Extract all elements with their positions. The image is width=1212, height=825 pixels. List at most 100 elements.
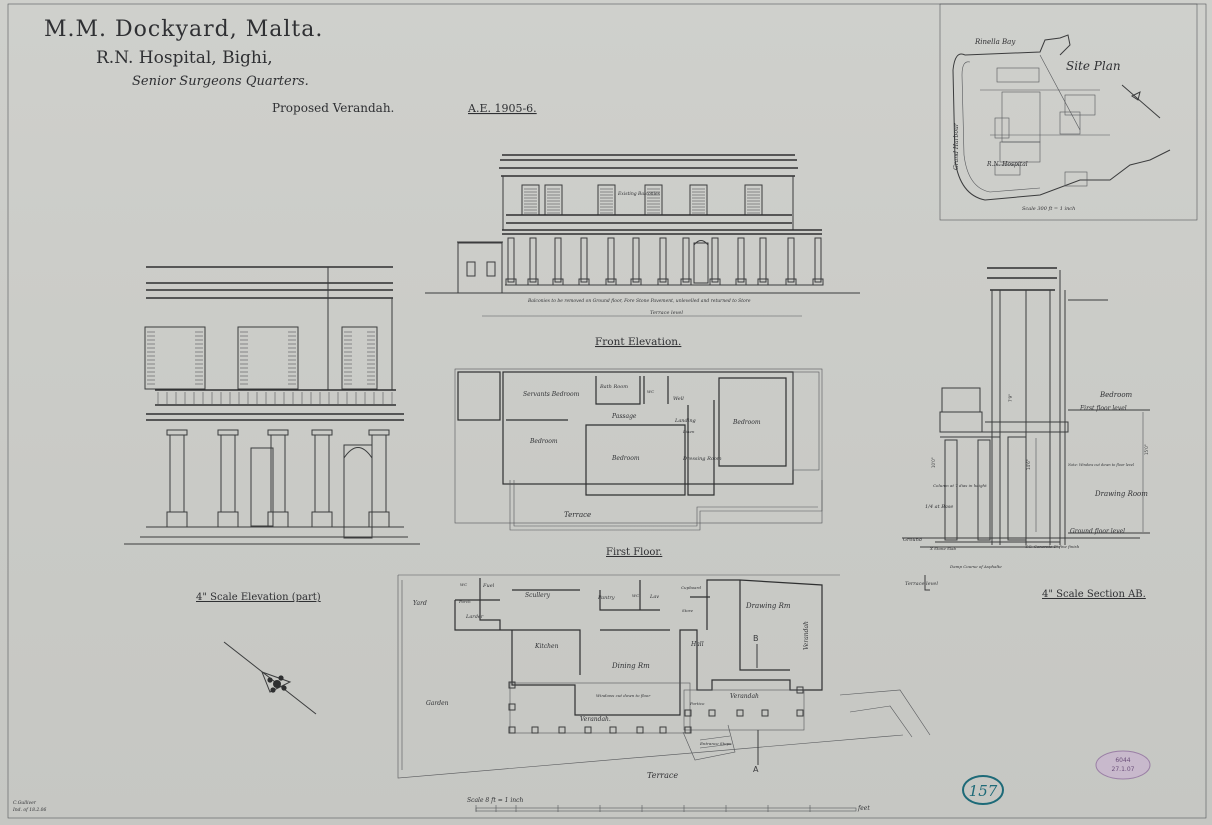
room-label: WC — [647, 389, 654, 394]
column — [814, 237, 822, 283]
room-label: Dining Rm — [611, 662, 650, 670]
room-label: Store — [682, 608, 694, 613]
column — [169, 434, 185, 513]
front-elevation: Balconies to be removed on Ground floor,… — [425, 154, 860, 348]
room-label: Damp Course of Asphalte — [949, 564, 1002, 569]
room-label: Entrance Steps — [699, 741, 731, 746]
column — [580, 237, 588, 283]
title-subject: Proposed Verandah. — [272, 101, 394, 115]
room-label: Portico — [689, 701, 705, 706]
window — [544, 184, 563, 216]
room-label: Note: Window cut down to floor level — [1067, 463, 1134, 467]
room-label: Hall — [690, 641, 704, 648]
stamp-line-2: 27.1.07 — [1112, 766, 1135, 773]
verandah-post — [796, 686, 804, 694]
column-capital — [217, 429, 239, 436]
room-label: Bedroom — [611, 455, 640, 462]
first-floor-title: First Floor. — [606, 547, 662, 558]
column — [737, 237, 745, 283]
verandah-post — [609, 726, 617, 734]
column-capital — [166, 429, 188, 436]
room-label: WC — [632, 593, 639, 598]
sheet-border — [7, 3, 1207, 819]
dimension-label: 7'9" — [1008, 394, 1013, 402]
corner-note-2: Ind. of 18.2.06 — [12, 807, 47, 813]
room-label: Fuel — [482, 583, 495, 589]
scale-bar-label: Scale 8 ft = 1 inch — [467, 797, 523, 804]
verandah-post — [684, 709, 692, 717]
window — [689, 184, 708, 216]
room-label: Terrace level — [905, 581, 938, 587]
room-label: Bedroom — [529, 438, 558, 445]
column-base — [267, 511, 289, 528]
room-label: X Stone Slab — [929, 546, 956, 551]
column — [371, 434, 387, 513]
room-label: Cupboard — [681, 585, 701, 590]
section-a-marker: A — [753, 765, 759, 774]
column-base — [166, 511, 188, 528]
room-label: Landing — [674, 418, 696, 424]
site-plan-hospital: R.N. Hospital — [986, 161, 1028, 168]
verandah-post — [636, 726, 644, 734]
verandah-post — [736, 709, 744, 717]
verandah-post — [584, 726, 592, 734]
column — [759, 237, 767, 283]
room-label: Bedroom — [1099, 391, 1133, 399]
stamp-line-1: 6044 — [1115, 757, 1130, 764]
column — [632, 237, 640, 283]
room-label: Scullery — [525, 592, 551, 599]
dimension-label: 15'0" — [1144, 444, 1149, 455]
site-plan-north-arrow-icon — [1121, 84, 1161, 119]
room-label: Pantry — [597, 595, 615, 601]
room-label: Verandah — [803, 621, 810, 650]
verandah-post — [659, 726, 667, 734]
column — [711, 237, 719, 283]
column — [507, 237, 515, 283]
column — [314, 434, 330, 513]
title-line-1: M.M. Dockyard, Malta. — [44, 17, 323, 42]
site-plan-scale: Scale 300 ft = 1 inch — [1022, 206, 1075, 212]
room-label: Ground floor level — [1070, 528, 1125, 535]
scale-bar-unit: feet — [857, 805, 870, 812]
verandah-post — [508, 703, 516, 711]
room-label: Bath Room — [599, 384, 628, 390]
room-label: Larder — [465, 614, 484, 620]
room-label: Drawing Rm — [745, 602, 791, 610]
room-label: Terrace — [647, 771, 678, 780]
title-block: M.M. Dockyard, Malta. R.N. Hospital, Big… — [44, 17, 537, 115]
column-capital — [267, 429, 289, 436]
room-label: Passage — [611, 413, 637, 420]
north-arrow-icon — [223, 641, 317, 715]
room-label: First floor level — [1079, 405, 1127, 412]
room-label: Verandah — [730, 693, 759, 700]
room-label: Linen — [682, 429, 695, 434]
room-label: Lav — [649, 594, 659, 600]
window — [237, 326, 299, 390]
scale-elevation-title: 4" Scale Elevation (part) — [196, 592, 321, 603]
verandah-post — [708, 709, 716, 717]
verandah-post — [508, 681, 516, 689]
room-label: Well — [673, 396, 684, 402]
verandah-post — [558, 726, 566, 734]
site-plan: Rinella Bay Site Plan Grand Harbour R.N.… — [939, 3, 1198, 221]
room-label: Verandah. — [580, 716, 611, 723]
room-label: Dressing Room — [682, 456, 722, 462]
room-label: Porch — [458, 599, 471, 604]
verandah-post — [508, 726, 516, 734]
balcony-note: Existing Balconies — [617, 191, 661, 197]
column-capital — [368, 429, 390, 436]
verandah-post — [684, 726, 692, 734]
site-plan-title: Site Plan — [1066, 59, 1121, 73]
verandah-post — [531, 726, 539, 734]
room-label: 1/4 at Base — [925, 504, 953, 510]
terrace-level-label: Terrace level — [650, 310, 683, 316]
column-base — [217, 511, 239, 528]
sheet-number: 157 — [962, 775, 1004, 805]
scale-elevation: 4" Scale Elevation (part) — [124, 266, 420, 603]
window — [597, 184, 616, 216]
window — [644, 184, 663, 216]
